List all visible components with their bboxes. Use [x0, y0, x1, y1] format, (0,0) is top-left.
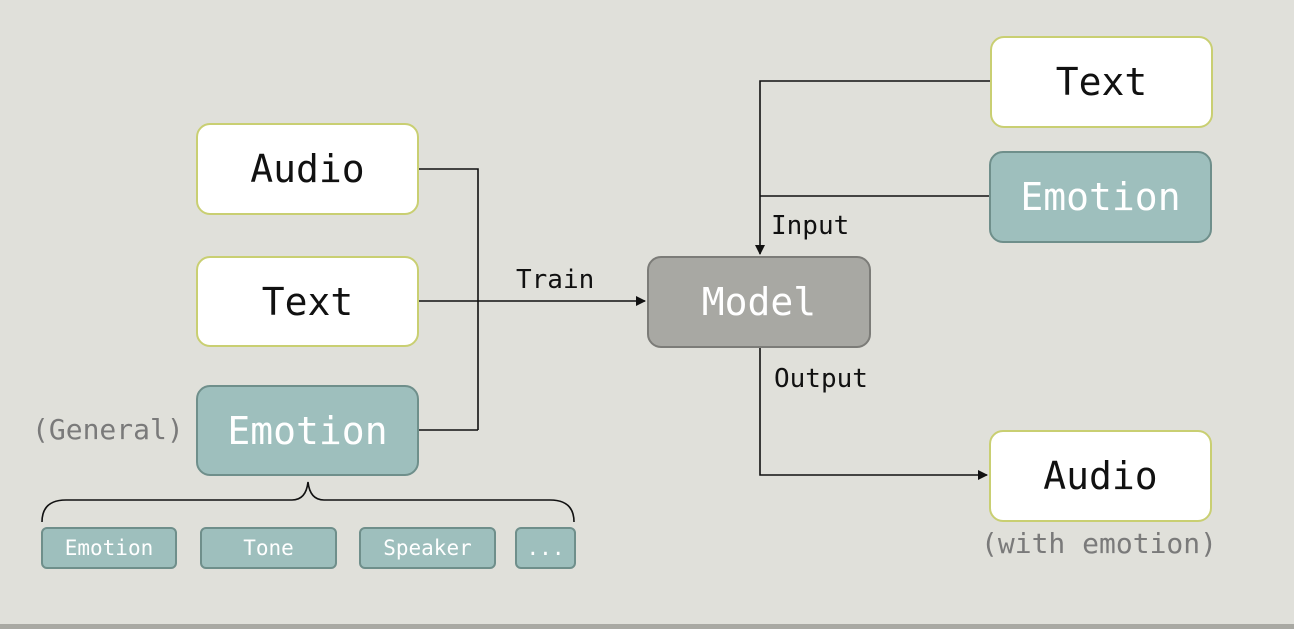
sub-item-emotion: Emotion [41, 527, 177, 569]
with-emotion-note: (with emotion) [981, 527, 1218, 560]
bottom-bar [0, 624, 1294, 629]
sub-item-tone: Tone [200, 527, 337, 569]
input-label: Input [771, 211, 850, 241]
train-text-box: Text [196, 256, 419, 347]
audio-connector [418, 168, 479, 430]
sub-item-speaker: Speaker [359, 527, 496, 569]
general-note: (General) [32, 413, 184, 446]
emotion-brace [41, 481, 575, 523]
model-box: Model [647, 256, 871, 348]
train-label: Train [516, 265, 595, 295]
train-audio-box: Audio [196, 123, 419, 215]
infer-emotion-box: Emotion [989, 151, 1212, 243]
sub-item-more: ... [515, 527, 576, 569]
infer-text-box: Text [990, 36, 1213, 128]
output-arrow [759, 348, 988, 480]
output-label: Output [774, 364, 868, 394]
output-audio-box: Audio [989, 430, 1212, 522]
train-emotion-box: Emotion [196, 385, 419, 476]
